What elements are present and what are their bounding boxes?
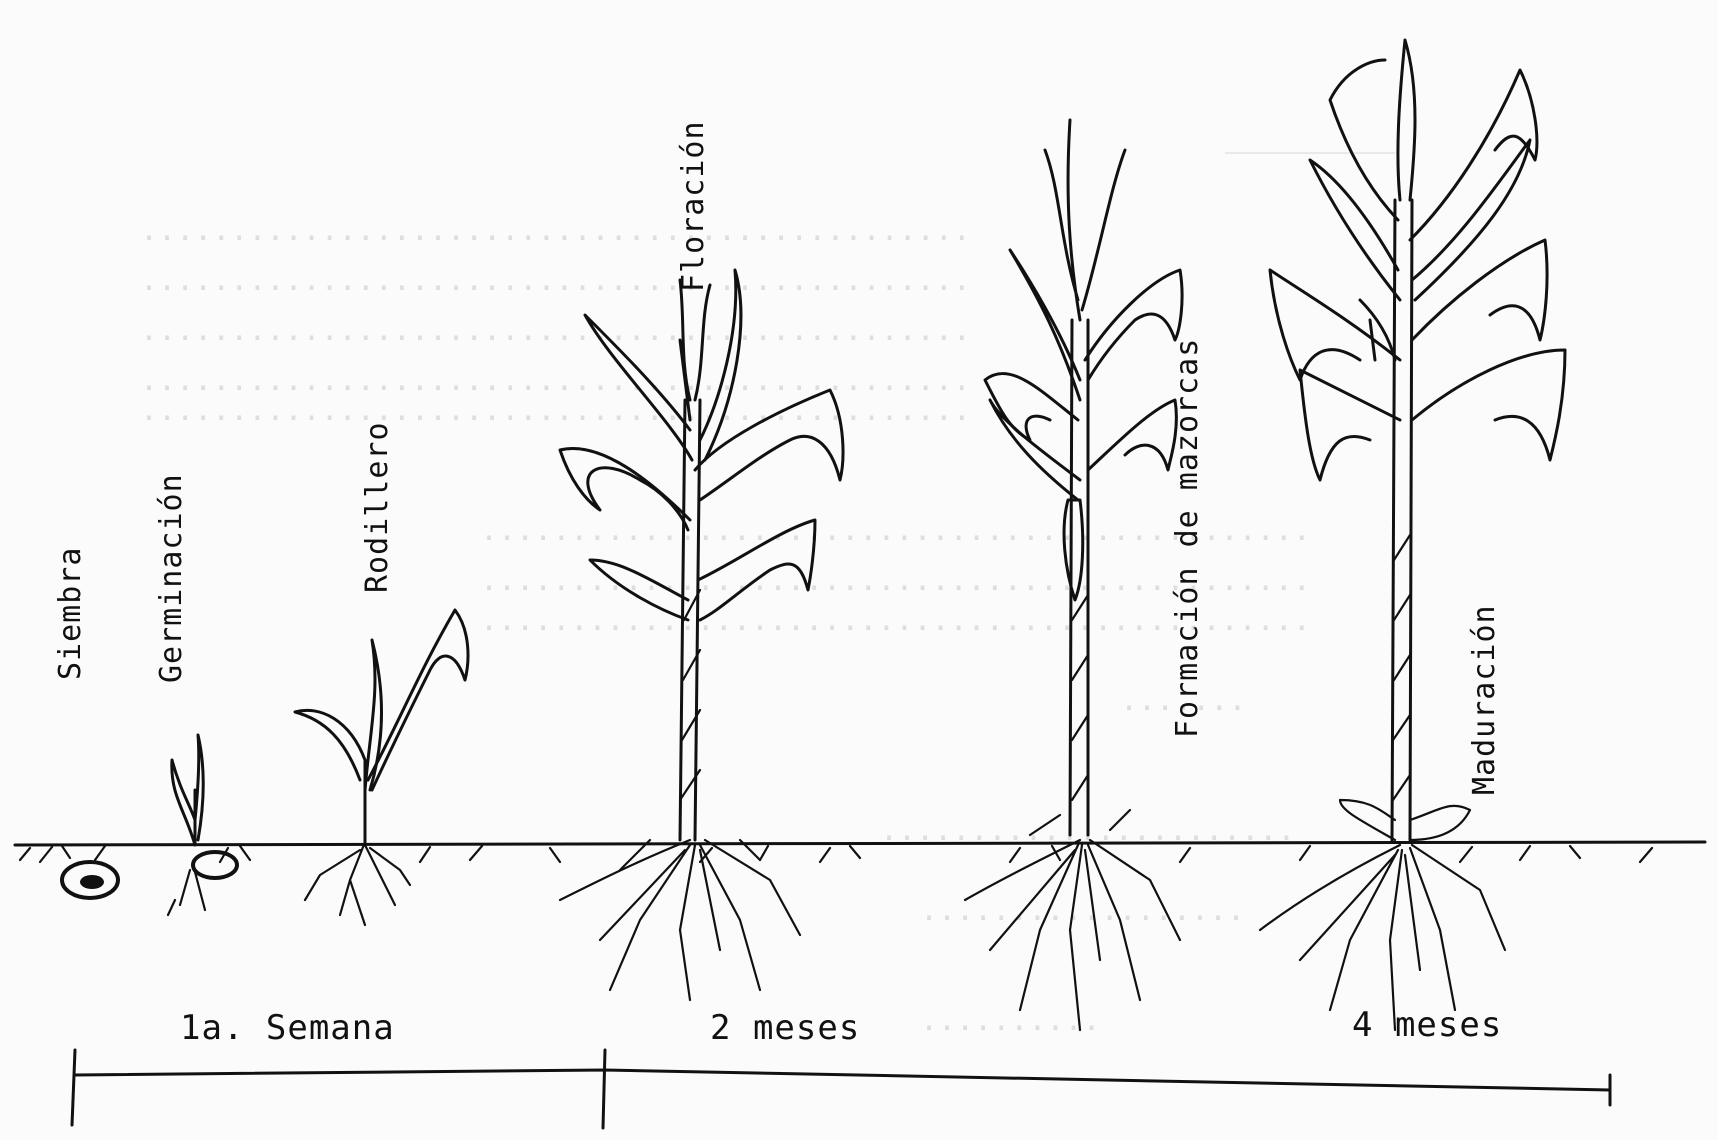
timeline-label-2-months: 2 meses (710, 1008, 860, 1048)
timeline-bar (72, 1050, 1610, 1128)
timeline-label-4-months: 4 meses (1352, 1005, 1502, 1045)
ground-line (15, 842, 1705, 862)
germination-plant-drawing (168, 735, 237, 915)
stage-label-maduracion: Maduración (1467, 604, 1502, 795)
svg-text:..........: .......... (920, 1003, 1101, 1038)
stage-label-formacion-mazorcas: Formación de mazorcas (1170, 338, 1205, 738)
svg-text:..............................: ........................................… (140, 313, 971, 348)
stage-label-floracion: Floración (676, 120, 711, 292)
seed-drawing (62, 862, 118, 898)
bleed-through-text: ........................................… (140, 153, 1395, 1038)
svg-text:..............................: ........................................… (140, 263, 971, 298)
rodillero-plant-drawing (295, 610, 468, 925)
timeline-label-week1: 1a. Semana (180, 1008, 395, 1048)
stage-label-rodillero: Rodillero (360, 421, 395, 593)
stage-label-germinacion: Germinación (154, 473, 189, 683)
svg-text:..............................: ........................................… (140, 213, 971, 248)
stage-label-siembra: Siembra (53, 547, 88, 680)
svg-text:..............................: ........................................… (140, 393, 971, 428)
